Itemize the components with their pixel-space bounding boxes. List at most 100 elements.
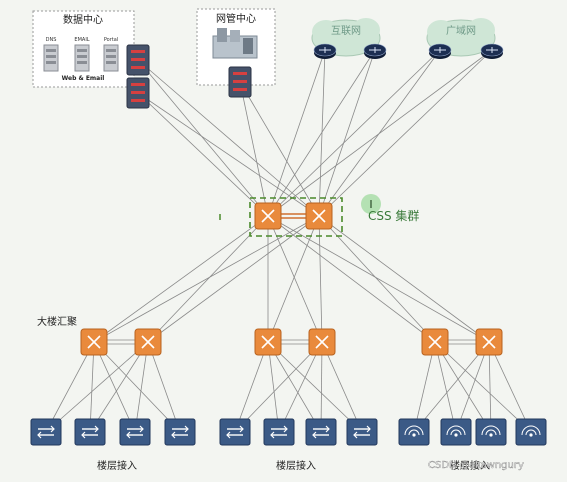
uplink-line [267,49,326,217]
core-switch-icon [254,202,282,230]
agg-access-line [267,341,363,433]
uplink-line [267,49,376,217]
internet-label: 互联网 [331,25,361,37]
agg-access-line [89,341,95,433]
agg-access-line [278,341,323,433]
dns-server-label: DNS [46,37,57,43]
agg-access-line [93,341,181,433]
access-switch-icon [219,418,251,446]
agg-access-line [93,341,136,433]
email-server-icon [74,44,90,72]
firewall-icon [228,66,252,98]
wireless-ap-icon [398,418,430,446]
agg-access-line [413,341,490,433]
agg-access-line [89,341,149,433]
uplink-line [239,81,320,217]
agg-access-line [434,341,457,433]
agg-access-line [147,341,181,433]
uplink-line [318,49,493,217]
access-switch-icon [30,418,62,446]
agg-access-line [134,341,149,433]
router-icon [480,43,504,59]
access-switch-icon [305,418,337,446]
watermark: CSDN @skawngury [428,460,524,471]
data-center-box: 数据中心 DNS EMAIL Portal Web & Email [32,10,135,88]
agg-access-line [267,341,280,433]
core-agg-line [147,215,269,343]
aggregation-switch-icon [308,328,336,356]
core-agg-line [318,215,490,343]
links-layer [45,49,532,433]
aggregation-switch-icon [475,328,503,356]
aggregation-switch-icon [421,328,449,356]
dns-server-icon [43,44,59,72]
css-cluster-label: CSS 集群 [368,208,419,223]
uplink-line [267,49,441,217]
core-switch-icon [305,202,333,230]
nms-center-title: 网管中心 [216,12,256,25]
uplink-line [267,49,493,217]
router-icon [428,43,452,59]
agg-access-line [234,341,323,433]
firewall-icon [126,44,150,76]
aggregation-switch-icon [134,328,162,356]
agg-access-line [455,341,490,433]
agg-access-line [45,341,149,433]
uplink-line [137,92,269,217]
svg-text:I: I [369,198,372,211]
agg-access-line [234,341,269,433]
aggregation-switch-icon [254,328,282,356]
devices-layer [30,43,547,446]
wan-label: 广域网 [446,24,476,37]
core-agg-line [267,215,320,343]
portal-server-icon [103,44,119,72]
core-agg-line [318,215,436,343]
agg-access-line [434,341,532,433]
agg-access-line [320,341,323,433]
core-agg-line [267,215,323,343]
agg-access-line [488,341,492,433]
core-agg-line [267,215,490,343]
uplink-line [137,59,320,217]
data-center-title: 数据中心 [63,13,103,26]
web-email-label: Web & Email [62,75,105,82]
core-agg-line [318,215,323,343]
building-aggregation-label: 大楼汇聚 [37,315,77,328]
access-switch-icon [346,418,378,446]
agg-access-line [434,341,492,433]
core-agg-line [267,215,436,343]
wireless-ap-icon [440,418,472,446]
floor-access-label-1: 楼层接入 [97,459,137,472]
core-agg-line [147,215,320,343]
agg-access-line [413,341,436,433]
router-icon [363,43,387,59]
router-icon [313,43,337,59]
email-server-label: EMAIL [74,37,89,43]
agg-access-line [267,341,322,433]
uplink-line [239,81,269,217]
floor-access-label-2: 楼层接入 [276,459,316,472]
agg-access-line [321,341,363,433]
aggregation-switch-icon [80,328,108,356]
core-agg-line [93,215,320,343]
agg-access-line [45,341,95,433]
css-cluster-box [249,197,343,237]
uplink-line [318,49,326,217]
firewall-icon [126,77,150,109]
core-agg-line [93,215,269,343]
access-switch-icon [74,418,106,446]
portal-server-label: Portal [104,37,118,43]
wireless-ap-icon [515,418,547,446]
uplink-line [318,49,376,217]
wireless-ap-icon [475,418,507,446]
nms-server-icon [212,28,258,59]
agg-access-line [488,341,532,433]
floor-access-label-3: 楼层接入 [450,459,490,472]
access-switch-icon [119,418,151,446]
css-indicator-icon: I [361,194,381,214]
access-switch-icon [263,418,295,446]
uplink-line [137,59,269,217]
access-switch-icon [164,418,196,446]
